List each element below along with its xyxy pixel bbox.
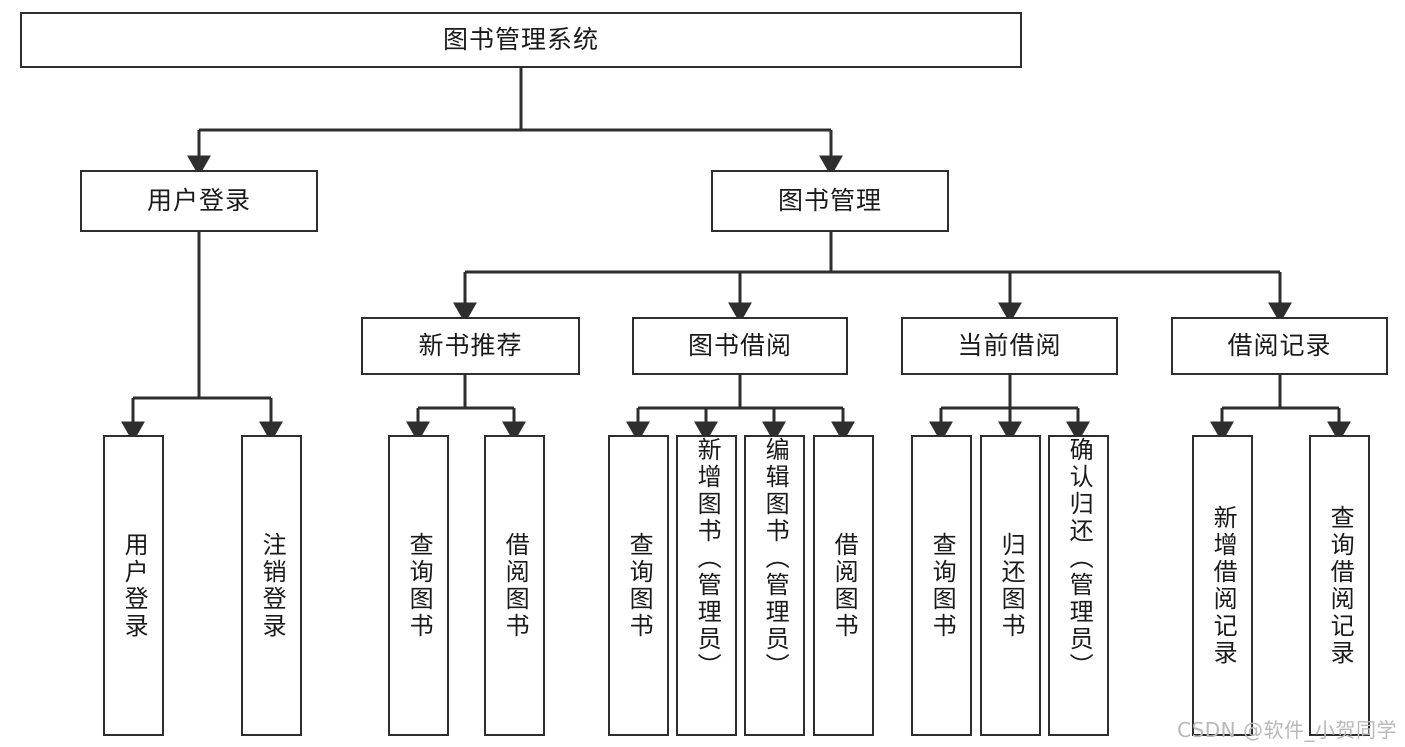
node-label: 查询图书	[405, 531, 434, 640]
leaf-current-return-book[interactable]: 归还图书	[980, 435, 1041, 736]
leaf-record-add-record[interactable]: 新增借阅记录	[1192, 435, 1253, 736]
node-label: 新增借阅记录	[1209, 504, 1238, 667]
node-label: 新书推荐	[418, 331, 523, 361]
node-label: 图书管理	[777, 186, 882, 216]
node-label: 图书管理系统	[442, 25, 599, 55]
node-book-borrow[interactable]: 图书借阅	[632, 317, 848, 375]
node-root-system[interactable]: 图书管理系统	[20, 12, 1022, 68]
leaf-recommend-borrow-book[interactable]: 借阅图书	[484, 435, 545, 736]
node-borrow-record[interactable]: 借阅记录	[1171, 317, 1388, 375]
leaf-borrow-borrow-book[interactable]: 借阅图书	[813, 435, 874, 736]
node-label: 确认归还（管理员）	[1065, 437, 1094, 680]
node-label: 查询借阅记录	[1326, 504, 1355, 667]
leaf-borrow-edit-book-admin[interactable]: 编辑图书（管理员）	[744, 435, 805, 736]
leaf-current-query-book[interactable]: 查询图书	[911, 435, 972, 736]
leaf-recommend-query-book[interactable]: 查询图书	[388, 435, 449, 736]
leaf-current-confirm-return-admin[interactable]: 确认归还（管理员）	[1048, 435, 1109, 736]
leaf-borrow-query-book[interactable]: 查询图书	[608, 435, 669, 736]
node-label: 编辑图书（管理员）	[761, 437, 790, 680]
node-user-login[interactable]: 用户登录	[80, 170, 318, 232]
node-current-borrow[interactable]: 当前借阅	[901, 317, 1118, 375]
leaf-user-login[interactable]: 用户登录	[103, 435, 164, 736]
node-label: 查询图书	[928, 531, 957, 640]
node-label: 查询图书	[625, 531, 654, 640]
node-label: 新增图书（管理员）	[693, 437, 722, 680]
node-label: 归还图书	[997, 531, 1026, 640]
node-label: 当前借阅	[957, 331, 1062, 361]
node-label: 借阅图书	[501, 531, 530, 640]
node-label: 用户登录	[146, 186, 251, 216]
node-new-book-recommend[interactable]: 新书推荐	[361, 317, 580, 375]
watermark-text: CSDN @软件_小贺同学	[1177, 718, 1397, 742]
node-label: 图书借阅	[687, 331, 792, 361]
leaf-borrow-add-book-admin[interactable]: 新增图书（管理员）	[676, 435, 737, 736]
leaf-user-logout[interactable]: 注销登录	[241, 435, 302, 736]
node-label: 注销登录	[258, 531, 287, 640]
leaf-record-query-record[interactable]: 查询借阅记录	[1309, 435, 1370, 736]
node-label: 用户登录	[120, 531, 149, 640]
node-label: 借阅记录	[1227, 331, 1332, 361]
node-label: 借阅图书	[830, 531, 859, 640]
node-book-management[interactable]: 图书管理	[711, 170, 949, 232]
